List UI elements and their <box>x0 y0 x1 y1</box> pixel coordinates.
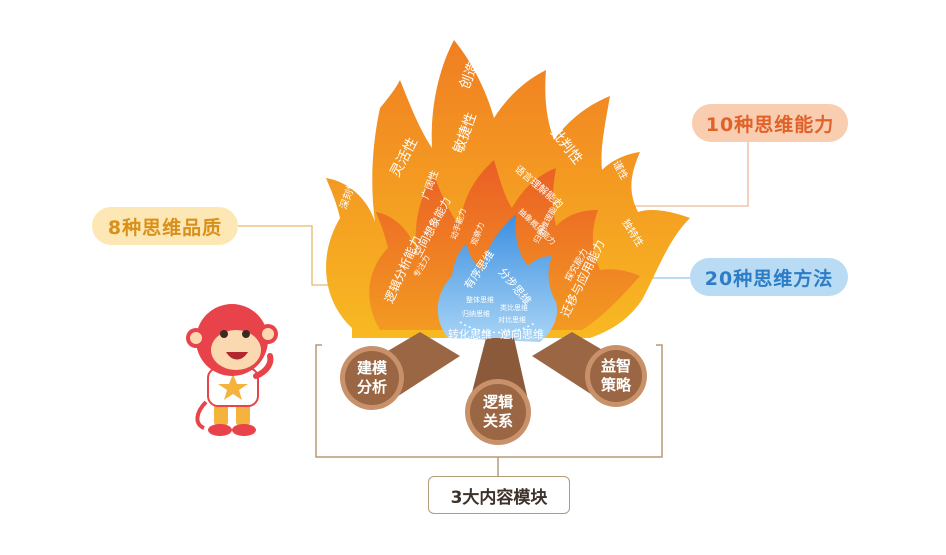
log-label-puzzle-2: 策略 <box>600 376 632 394</box>
quality-pill: 8种思维品质 <box>92 207 238 245</box>
method-pill: 20种思维方法 <box>690 258 848 296</box>
modules-label: 3大内容模块 <box>428 476 570 514</box>
ability-pill: 10种思维能力 <box>692 104 848 142</box>
log-label-modeling-1: 建模 <box>357 359 388 377</box>
module-bracket <box>315 344 663 476</box>
method-label-transform: 转化思维 <box>448 327 492 341</box>
log-label-puzzle-1: 益智 <box>601 357 631 375</box>
method-label-holistic: 整体思维 <box>466 295 494 304</box>
log-label-logic-2: 关系 <box>483 412 513 430</box>
method-label-contrast: 对比思维 <box>498 315 526 324</box>
log-label-logic-1: 逻辑 <box>483 393 513 411</box>
method-label-analogy: 类比思维 <box>500 303 528 312</box>
method-label-inductive: 归纳思维 <box>462 309 490 318</box>
method-label-reverse: 逆向思维 <box>500 327 544 341</box>
logs <box>340 332 647 445</box>
log-label-modeling-2: 分析 <box>357 378 387 396</box>
monkey-mascot-icon <box>186 304 278 436</box>
flame-core <box>437 214 558 342</box>
